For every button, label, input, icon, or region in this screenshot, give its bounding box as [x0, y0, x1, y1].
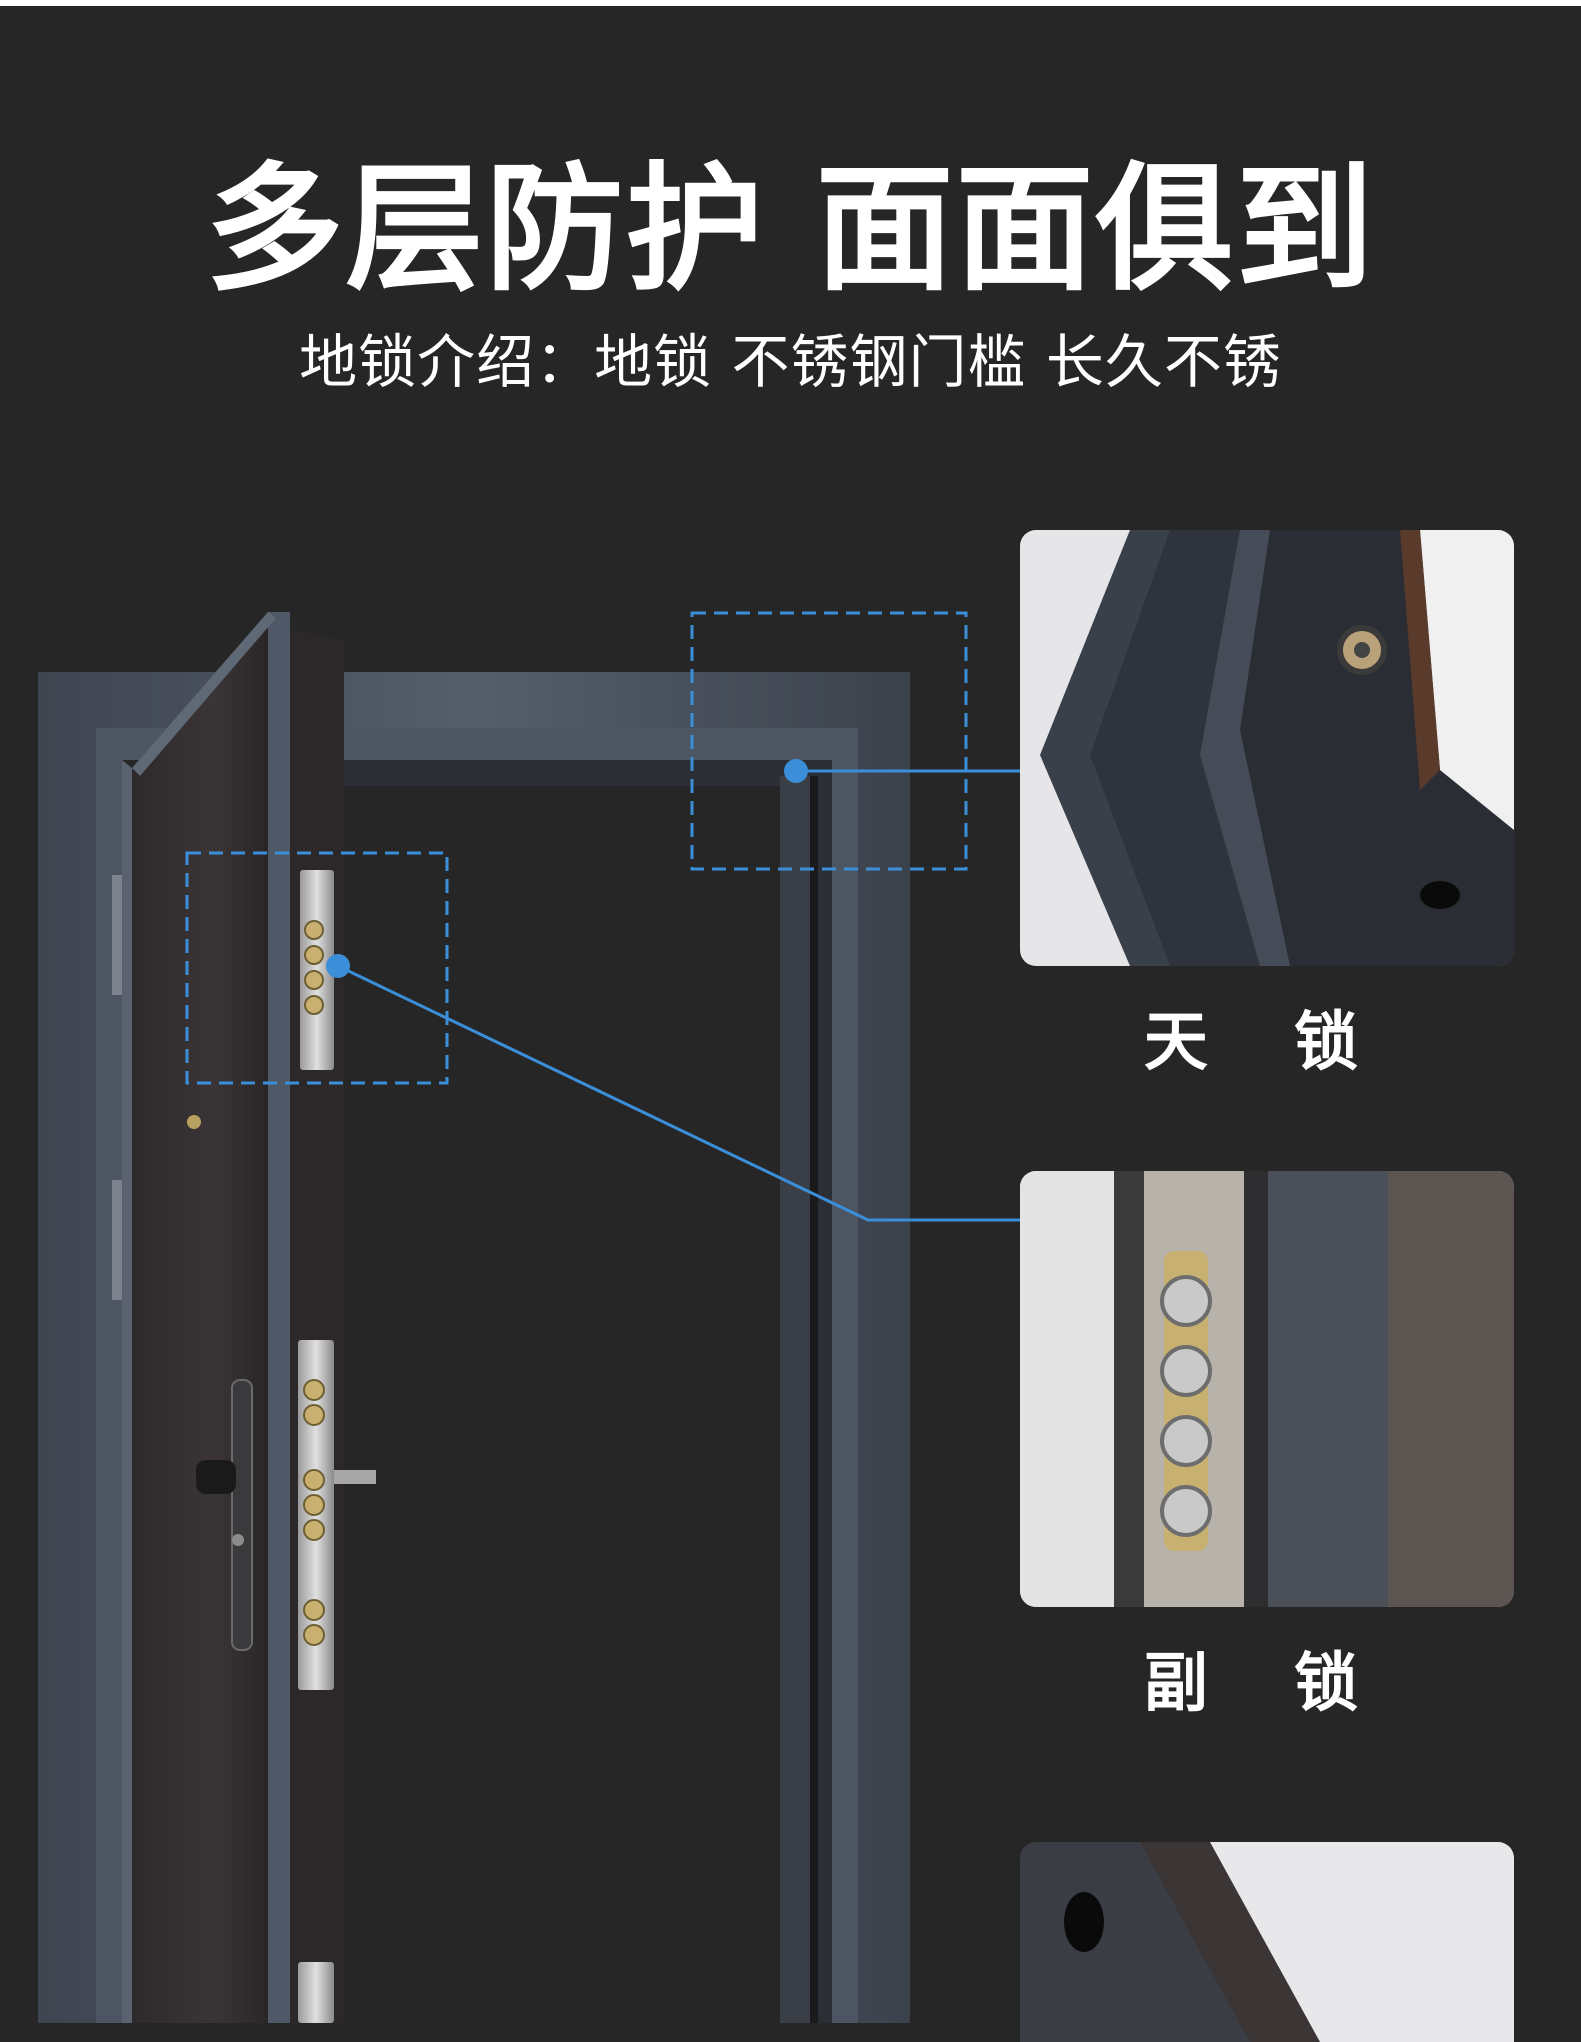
page-title: 多层防护 面面俱到 [205, 149, 1376, 310]
highlight-top-lock [690, 611, 968, 871]
door-frame-strip [800, 786, 812, 2023]
highlight-secondary-lock [185, 851, 449, 1085]
main-lock-plate [298, 1340, 334, 1690]
door-leaf-edge [268, 612, 290, 2023]
caption-secondary-lock: 副 锁 [1143, 1647, 1391, 1721]
handle-plate [231, 1379, 253, 1651]
door-frame-rebate [340, 760, 832, 2023]
hinge-top [112, 875, 122, 995]
lower-lock-plate [298, 1962, 334, 2023]
upper-lock-plate [300, 870, 334, 1070]
hinge-middle [112, 1180, 122, 1300]
door-handle [196, 1460, 236, 1494]
caption-top-lock: 天 锁 [1143, 1006, 1391, 1080]
callout-line-secondary-lock [337, 964, 1020, 1222]
callout-dot-top-lock [784, 759, 808, 783]
callout-dot-secondary-lock [326, 954, 350, 978]
keyhole [187, 1115, 201, 1129]
door-leaf [132, 612, 268, 2023]
top-lock-closeup-photo [1020, 530, 1514, 966]
page-subtitle: 地锁介绍：地锁 不锈钢门槛 长久不锈 [299, 328, 1282, 396]
door-frame-outer [38, 672, 910, 2023]
secondary-lock-closeup-photo [1020, 1171, 1514, 1607]
floor-lock-closeup-photo [1020, 1842, 1514, 2042]
top-strip [0, 0, 1581, 6]
door-frame-inner [96, 728, 858, 2023]
